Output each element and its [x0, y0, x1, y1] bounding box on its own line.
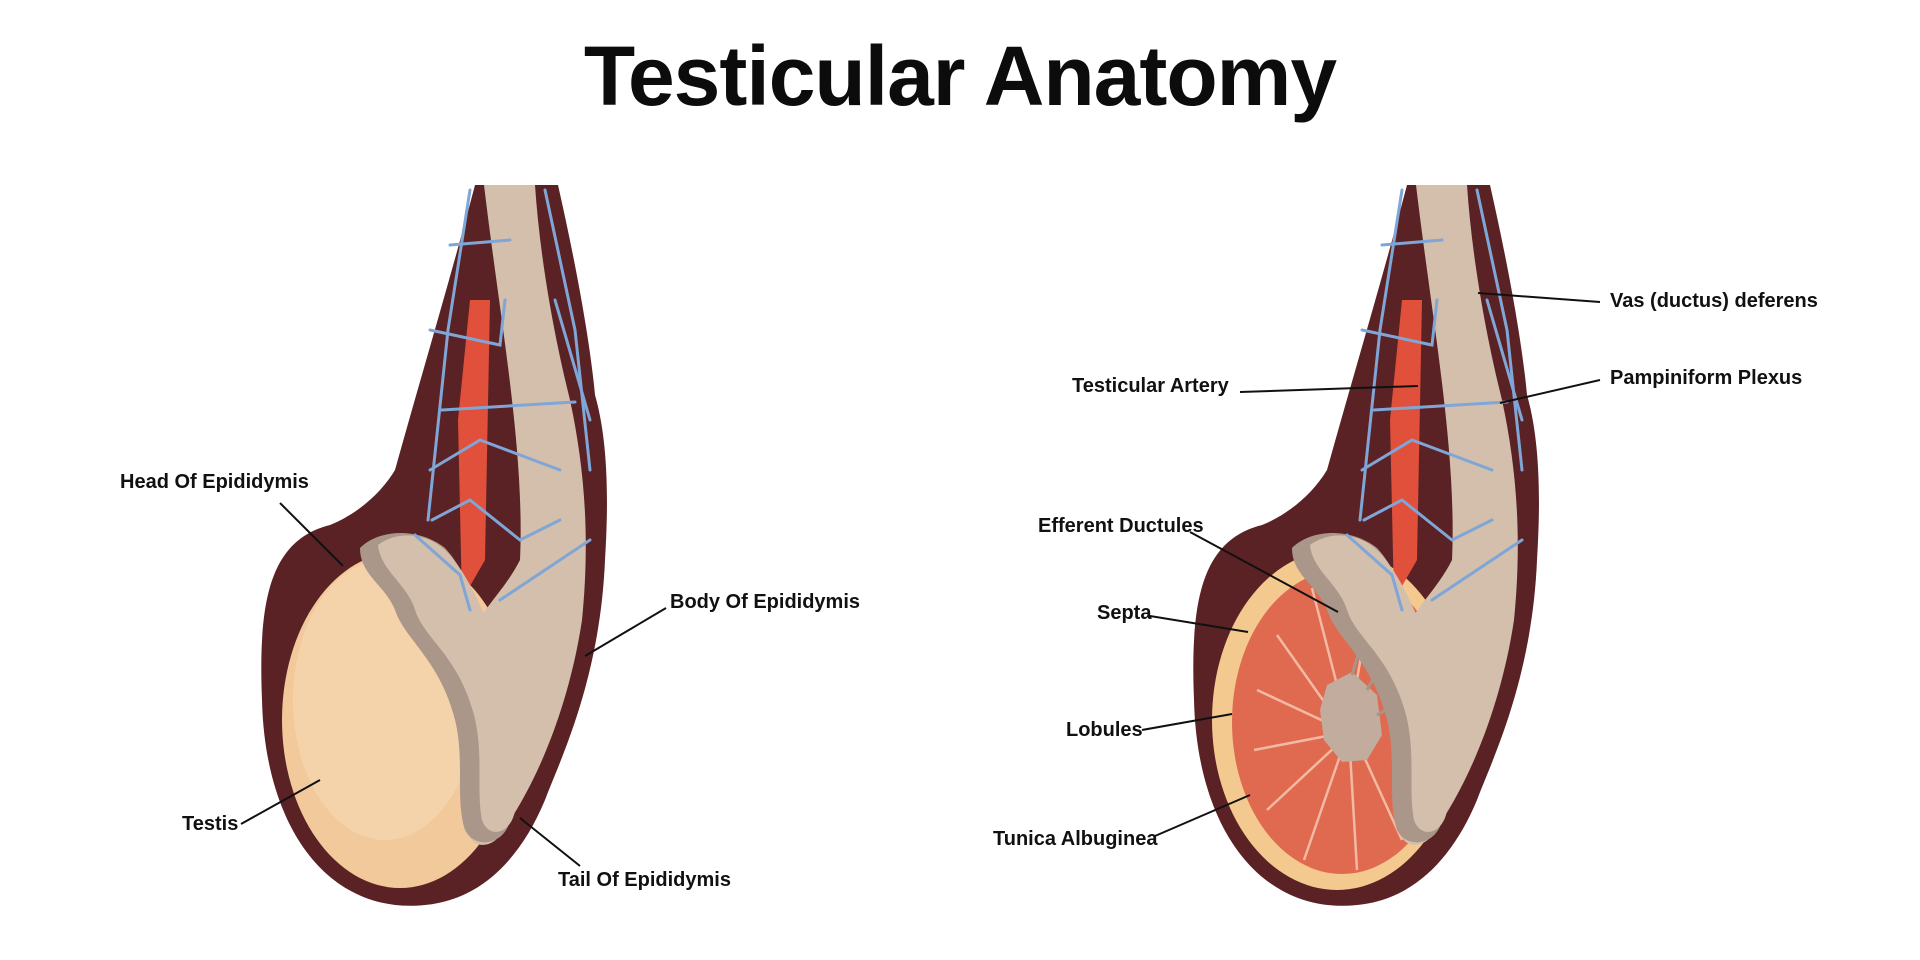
label-septa: Septa — [1097, 602, 1152, 624]
label-lobules: Lobules — [1066, 719, 1143, 741]
label-body-of-epididymis: Body Of Epididymis — [670, 591, 860, 613]
right-epididymis — [1292, 533, 1451, 843]
label-efferent-ductules: Efferent Ductules — [1038, 515, 1204, 537]
right-rete-testis — [1320, 672, 1382, 762]
left-testis-diagram — [261, 185, 607, 906]
leader-lines — [240, 292, 1601, 867]
left-epididymis — [360, 533, 519, 843]
label-tunica-albuginea: Tunica Albuginea — [993, 828, 1158, 850]
label-vas-deferens: Vas (ductus) deferens — [1610, 290, 1818, 312]
label-head-of-epididymis: Head Of Epididymis — [120, 471, 309, 493]
label-tail-of-epididymis: Tail Of Epididymis — [558, 869, 731, 891]
left-artery — [458, 300, 490, 600]
label-pampiniform-plexus: Pampiniform Plexus — [1610, 367, 1802, 389]
right-testis-diagram — [1193, 185, 1539, 906]
right-artery — [1390, 300, 1422, 600]
label-testis: Testis — [182, 813, 238, 835]
label-testicular-artery: Testicular Artery — [1072, 375, 1230, 397]
page-title: Testicular Anatomy — [583, 29, 1337, 123]
